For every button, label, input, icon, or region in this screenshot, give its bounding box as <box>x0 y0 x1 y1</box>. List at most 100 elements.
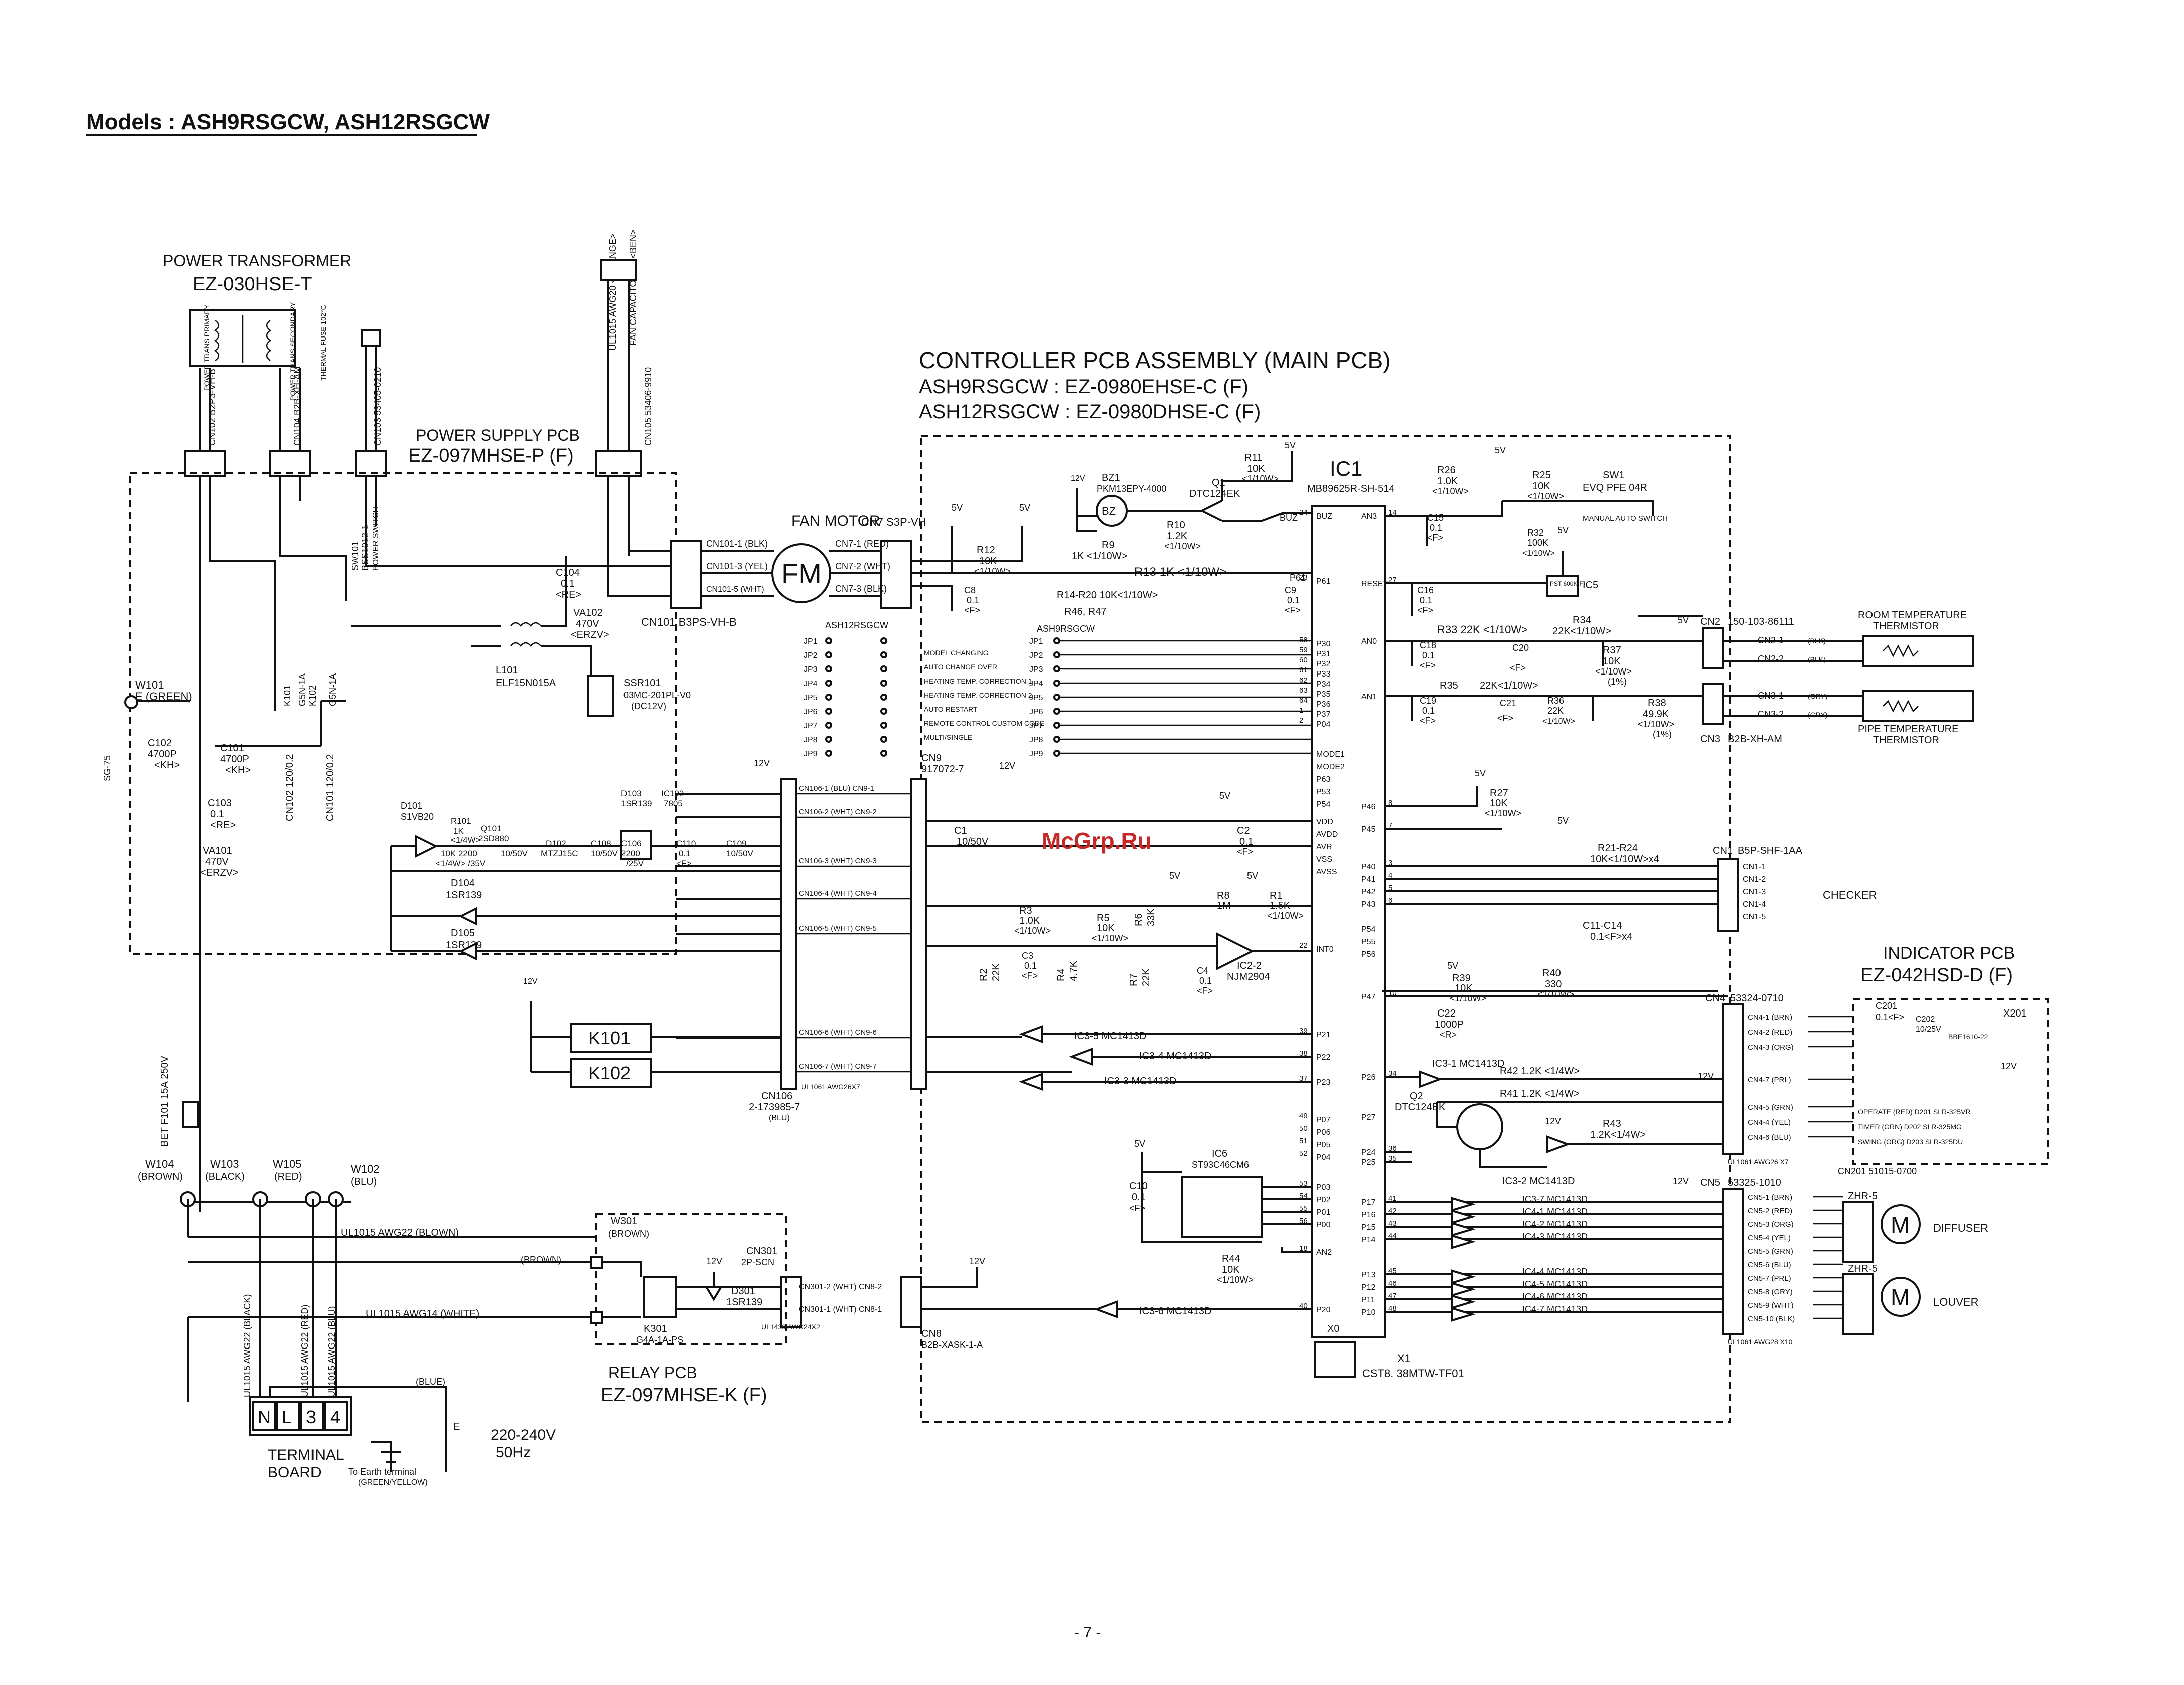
svg-text:G4A-1A-PS: G4A-1A-PS <box>636 1335 683 1345</box>
svg-text:VA101: VA101 <box>203 845 232 856</box>
svg-text:<1/10W>: <1/10W> <box>1527 491 1564 501</box>
terminal-l <box>276 1401 300 1431</box>
relay-coils: K101 K102 12V <box>523 977 781 1088</box>
svg-text:5V: 5V <box>1247 871 1258 881</box>
svg-text:<F>: <F> <box>1197 986 1213 996</box>
svg-text:10K: 10K <box>1532 481 1550 492</box>
svg-text:IC5: IC5 <box>1583 580 1598 591</box>
ic1-right-pin-number: 44 <box>1388 1232 1397 1240</box>
cn102-connector <box>184 450 226 477</box>
jumper-pad <box>1053 665 1060 672</box>
svg-text:P61: P61 <box>1290 573 1306 583</box>
cn3 <box>1702 683 1724 725</box>
svg-text:1.2K: 1.2K <box>1167 531 1188 542</box>
svg-text:49.9K: 49.9K <box>1643 709 1669 720</box>
ic1-right-pin-name: P40 <box>1361 863 1376 871</box>
svg-text:R40: R40 <box>1542 968 1561 979</box>
ic1-left-pin-name: VSS <box>1316 855 1332 864</box>
jumper-pad <box>1053 736 1060 743</box>
svg-text:(1%): (1%) <box>1608 677 1627 687</box>
svg-text:R26: R26 <box>1437 465 1456 476</box>
jumper-right-label: JP3 <box>1029 665 1043 674</box>
svg-text:/25V: /25V <box>626 859 644 868</box>
svg-text:CN101-3 (YEL): CN101-3 (YEL) <box>706 561 768 571</box>
svg-text:R27: R27 <box>1490 788 1508 799</box>
ic1-left-pin-name: AVSS <box>1316 868 1337 876</box>
svg-text:IC102: IC102 <box>661 789 684 798</box>
jumper-pad <box>825 750 832 757</box>
ic1-right-pin-number: 41 <box>1388 1194 1397 1203</box>
svg-text:B2B-XASK-1-A: B2B-XASK-1-A <box>921 1340 983 1350</box>
svg-text:BZ1: BZ1 <box>1102 472 1120 483</box>
svg-text:PST 600K(F): PST 600K(F) <box>1550 580 1585 587</box>
cn9-pin-label: CN106-7 (WHT) CN9-7 <box>799 1062 877 1071</box>
ic1-right-pin-number: 3 <box>1388 859 1392 867</box>
svg-text:EVQ PFE 04R: EVQ PFE 04R <box>1583 482 1647 493</box>
ic1-left-pin-name: P35 <box>1316 690 1331 699</box>
driver-buffer <box>1451 1294 1476 1309</box>
cn105-connector <box>595 450 642 477</box>
jumper-section: ASH12RSGCW ASH9RSGCW JP1JP2JP3JP4JP5JP6J… <box>804 620 1312 758</box>
svg-text:22K<1/10W>: 22K<1/10W> <box>1480 680 1538 691</box>
svg-text:SW101: SW101 <box>350 541 360 571</box>
svg-text:0.1: 0.1 <box>967 595 979 605</box>
cn5-pin-label: CN5-1 (BRN) <box>1748 1193 1792 1202</box>
svg-text:C1: C1 <box>954 825 967 836</box>
ic1-right-pin-name: P46 <box>1361 803 1376 811</box>
svg-text:R3: R3 <box>1019 905 1032 916</box>
indicator-section: 5V R39 10K <1/10W> R40 330 <1/10W> C22 1… <box>1385 944 2049 1187</box>
svg-text:C9: C9 <box>1285 585 1296 595</box>
svg-text:R10: R10 <box>1167 520 1185 531</box>
svg-text:CN2: CN2 <box>1700 616 1720 627</box>
page-title: Models : ASH9RSGCW, ASH12RSGCW <box>86 110 490 134</box>
page-number: - 7 - <box>1074 1624 1101 1641</box>
louver-motor <box>1881 1277 1921 1317</box>
svg-text:TERMINAL: TERMINAL <box>268 1447 344 1463</box>
svg-text:R46, R47: R46, R47 <box>1064 606 1107 617</box>
svg-text:<KH>: <KH> <box>154 760 180 771</box>
ic1-right-pin-number: 47 <box>1388 1292 1397 1300</box>
ic1-right-pin-name: AN1 <box>1361 693 1377 701</box>
svg-text:R7: R7 <box>1128 973 1139 986</box>
cn9-pin-label: CN106-6 (WHT) CN9-6 <box>799 1028 877 1037</box>
svg-text:UL1015 AWG22 (BLOWN): UL1015 AWG22 (BLOWN) <box>341 1227 459 1238</box>
svg-text:R35: R35 <box>1440 680 1458 691</box>
psu-circuit: W101 E (GREEN) C102 4700P <KH> C101 4700… <box>102 476 791 1212</box>
controller-title: CONTROLLER PCB ASSEMBLY (MAIN PCB) <box>919 347 1391 373</box>
trans-secondary-label: POWER TRANS SECONDARY <box>289 302 297 401</box>
driver-label: IC4-1 MC1413D <box>1522 1207 1588 1217</box>
svg-text:M: M <box>1891 1284 1910 1310</box>
ic1-right-pin-name: P42 <box>1361 888 1376 896</box>
ic1-left-pin-name: P04 <box>1316 1153 1331 1162</box>
svg-text:TIMER (GRN) D202 SLR-325MG: TIMER (GRN) D202 SLR-325MG <box>1858 1123 1962 1131</box>
svg-text:100K: 100K <box>1527 538 1548 548</box>
cn4-pin-label: CN4-2 (RED) <box>1748 1028 1792 1037</box>
svg-text:<F>: <F> <box>1427 533 1443 543</box>
ic1-right-pin-number: 34 <box>1388 1069 1397 1078</box>
ic1-right-pin-number: 35 <box>1388 1154 1397 1163</box>
svg-text:CN101-5 (WHT): CN101-5 (WHT) <box>706 585 764 594</box>
svg-text:W301: W301 <box>611 1216 637 1227</box>
cn5-pin-label: CN5-4 (YEL) <box>1748 1234 1791 1242</box>
svg-text:5V: 5V <box>1169 871 1180 881</box>
svg-text:C106: C106 <box>621 839 642 848</box>
svg-text:5V: 5V <box>1557 816 1569 826</box>
ic1-left-pin-number: 22 <box>1299 941 1308 950</box>
svg-text:EZ-097MHSE-K (F): EZ-097MHSE-K (F) <box>601 1385 767 1406</box>
svg-text:C109: C109 <box>726 839 747 848</box>
svg-text:C18: C18 <box>1420 640 1436 650</box>
x-terminal-1 <box>590 1256 603 1269</box>
svg-text:K301: K301 <box>644 1323 667 1334</box>
ic1-left-pin-name: AVDD <box>1316 830 1338 839</box>
svg-text:UL1015 AWG22 (RED): UL1015 AWG22 (RED) <box>300 1305 310 1397</box>
svg-text:C22: C22 <box>1437 1008 1456 1019</box>
cn5-pin-label: CN5-9 (WHT) <box>1748 1301 1794 1310</box>
cn5-pin-label: CN5-5 (GRN) <box>1748 1247 1793 1256</box>
svg-text:<ERZV>: <ERZV> <box>571 629 609 640</box>
ic1-left-pin-number: 49 <box>1299 1112 1308 1120</box>
svg-text:CN301-1 (WHT) CN8-1: CN301-1 (WHT) CN8-1 <box>799 1305 882 1314</box>
driver-label: IC4-4 MC1413D <box>1522 1267 1588 1277</box>
svg-text:DTC124EK: DTC124EK <box>1395 1102 1446 1113</box>
ic1-left-pin-number: 2 <box>1299 716 1303 725</box>
svg-text:12V: 12V <box>999 761 1015 771</box>
